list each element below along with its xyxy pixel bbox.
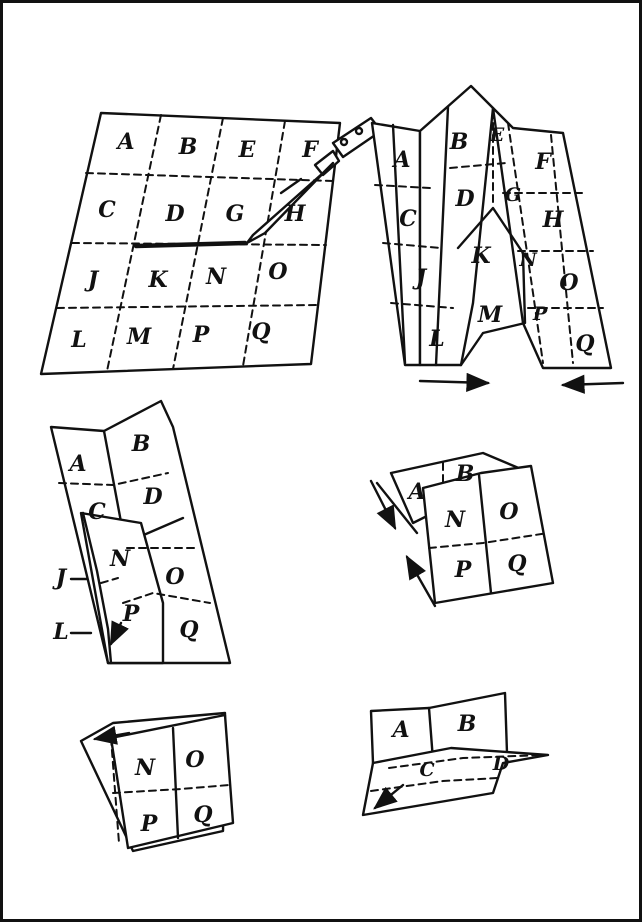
label-N: N [109,546,131,572]
label-P: P [192,322,211,348]
label-Q: Q [193,802,212,828]
label-L: L [70,327,86,353]
label-D: D [454,186,474,212]
figure-2-pleated-sheet: A B C D J K L M F E H G O N Q P [372,86,623,385]
label-H: H [542,207,565,233]
label-B: B [178,134,198,160]
label-H: H [284,201,307,227]
label-O: O [185,747,204,773]
label-F: F [301,137,319,163]
label-O: O [165,564,184,590]
label-Q: Q [575,331,594,357]
label-B: B [455,461,475,487]
label-C: C [98,197,116,223]
arrow-left-icon [563,383,623,385]
label-N: N [134,755,156,781]
label-D: D [164,201,184,227]
label-B: B [131,431,151,457]
label-M: M [477,302,503,328]
label-P: P [122,601,141,627]
figure-4-fold-stage: A B N O P Q [371,453,553,606]
label-E: E [238,137,257,163]
label-Q: Q [507,551,526,577]
label-C: C [88,499,106,525]
label-A: A [406,479,425,505]
cut-line [136,243,245,246]
label-M: M [126,324,152,350]
label-D: D [492,753,510,775]
arrow-down-icon [371,481,395,528]
label-J: J [52,565,68,591]
arrow-right-icon [420,381,488,383]
figure-5-fold-stage: N O P Q [81,713,233,851]
label-A: A [67,451,86,477]
folding-diagram: A B E F C D G H J K N O L M P Q A [3,3,639,919]
label-G: G [505,184,521,206]
label-Q: Q [179,617,198,643]
label-F: F [534,149,552,175]
label-E: E [489,124,505,146]
label-P: P [454,557,473,583]
label-O: O [499,499,518,525]
label-L: L [428,326,444,352]
label-K: K [147,267,168,293]
label-N: N [205,264,227,290]
figure-1-flat-sheet: A B E F C D G H J K N O L M P Q [41,113,381,374]
figure-3-fold-stage: A B C D N O P Q J L [51,401,230,663]
label-D: D [142,484,162,510]
label-O: O [559,270,578,296]
figure-6-fold-stage: A B C D [363,693,548,815]
label-N: N [518,249,537,271]
label-Q: Q [251,319,270,345]
label-P: P [140,811,159,837]
label-L: L [52,619,68,645]
label-O: O [268,259,287,285]
label-B: B [449,129,469,155]
label-P: P [532,303,548,325]
label-G: G [226,201,245,227]
label-B: B [457,711,477,737]
label-N: N [444,507,466,533]
label-A: A [391,147,410,173]
label-A: A [115,129,134,155]
label-C: C [419,759,434,781]
label-C: C [399,206,417,232]
label-K: K [470,243,491,269]
label-A: A [390,717,409,743]
